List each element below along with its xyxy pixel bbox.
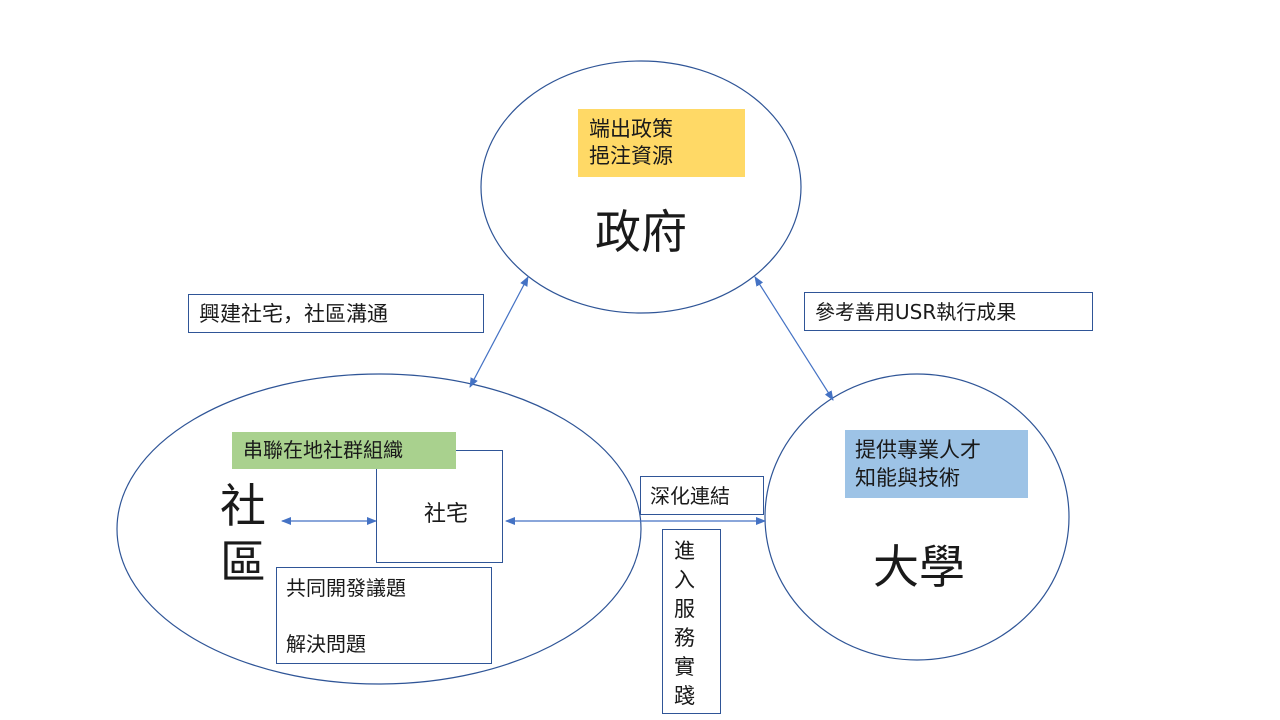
link-label-housing-university-text: 深化連結 [650,484,730,508]
community-title: 社 區 [220,479,266,589]
university-role-tag: 提供專業人才 知能與技術 [845,430,1028,498]
social-housing-label: 社宅 [424,502,469,527]
arrow-community-government [469,276,529,388]
community-shared-text: 共同開發議題 解決問題 [286,576,406,656]
community-role-text: 串聯在地社群組織 [243,438,403,462]
link-label-government-university: 參考善用USR執行成果 [804,292,1093,331]
government-title: 政府 [595,205,687,259]
community-ellipse [116,373,642,685]
university-circle [764,373,1070,661]
university-role-text: 提供專業人才 知能與技術 [855,438,981,490]
university-title: 大學 [873,540,965,594]
government-circle [480,60,802,314]
community-role-tag: 串聯在地社群組織 [232,432,456,469]
link-label-government-university-text: 參考善用USR執行成果 [815,300,1017,324]
link-label-community-government-text: 興建社宅，社區溝通 [199,302,388,326]
link-label-university-service: 進 入 服 務 實 踐 [662,529,721,714]
arrow-government-university [754,276,834,401]
government-role-tag: 端出政策 挹注資源 [578,109,745,177]
link-label-university-service-text: 進 入 服 務 實 踐 [674,539,695,708]
government-role-text: 端出政策 挹注資源 [589,117,673,168]
link-label-housing-university: 深化連結 [640,476,764,515]
link-label-community-government: 興建社宅，社區溝通 [188,294,484,333]
community-shared-box: 共同開發議題 解決問題 [276,567,492,664]
